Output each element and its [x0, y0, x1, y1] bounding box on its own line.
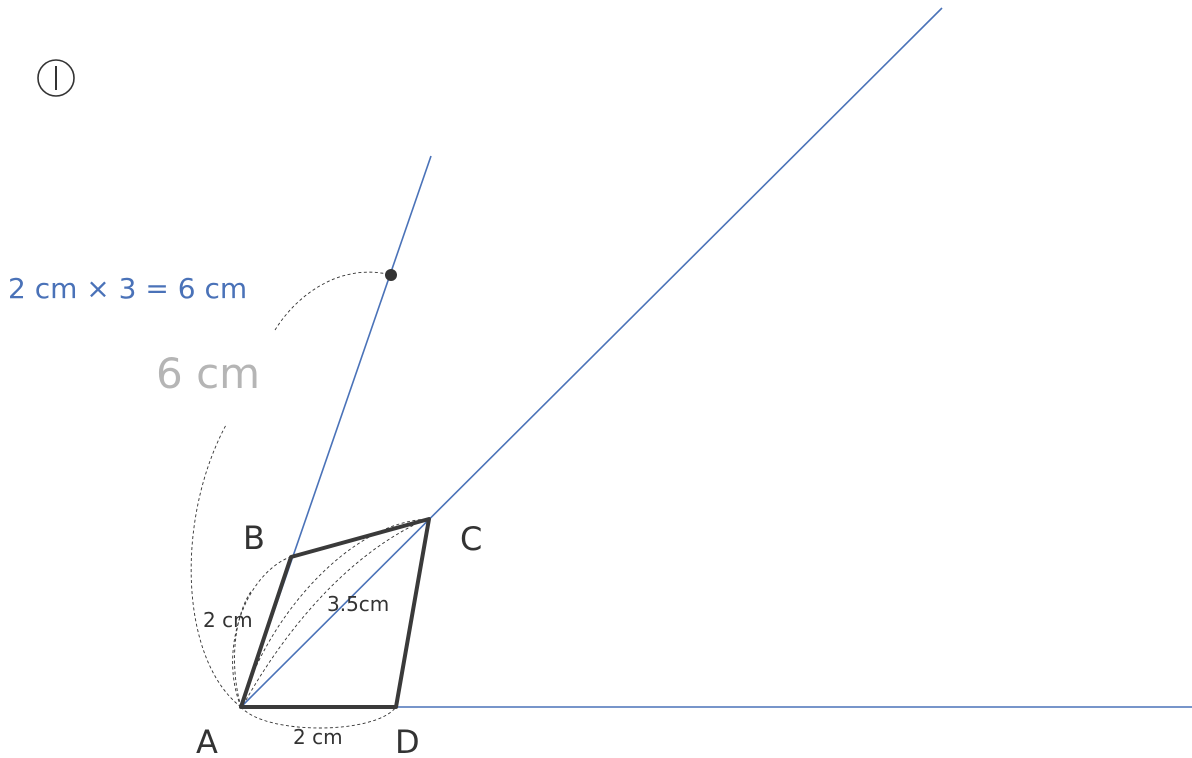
vertex-label-c: C	[460, 520, 482, 558]
quadrilateral-abcd	[239, 517, 431, 709]
ray-diagonal	[240, 7, 943, 708]
label-ab-length: 2 cm	[203, 608, 253, 632]
vertex-label-a: A	[196, 723, 218, 758]
vertex-label-d: D	[395, 723, 420, 758]
vertex-label-b: B	[243, 519, 265, 557]
dim-arc-ab-inner	[234, 589, 253, 708]
point-6cm	[385, 269, 397, 281]
dim-arc-ac-inner	[245, 521, 421, 701]
step-marker-circle	[37, 59, 75, 97]
label-ac-length: 3.5cm	[327, 592, 389, 616]
dim-arc-6cm-lower	[190, 424, 242, 708]
label-scale-calc: 2 cm × 3 = 6 cm	[8, 272, 247, 305]
label-ad-length: 2 cm	[293, 725, 343, 749]
dim-arc-ac	[240, 518, 431, 708]
label-extended-length: 6 cm	[156, 349, 260, 398]
dim-arc-6cm-upper	[274, 271, 392, 331]
dim-arc-ad	[240, 706, 397, 729]
dim-arc-ab	[232, 556, 291, 708]
